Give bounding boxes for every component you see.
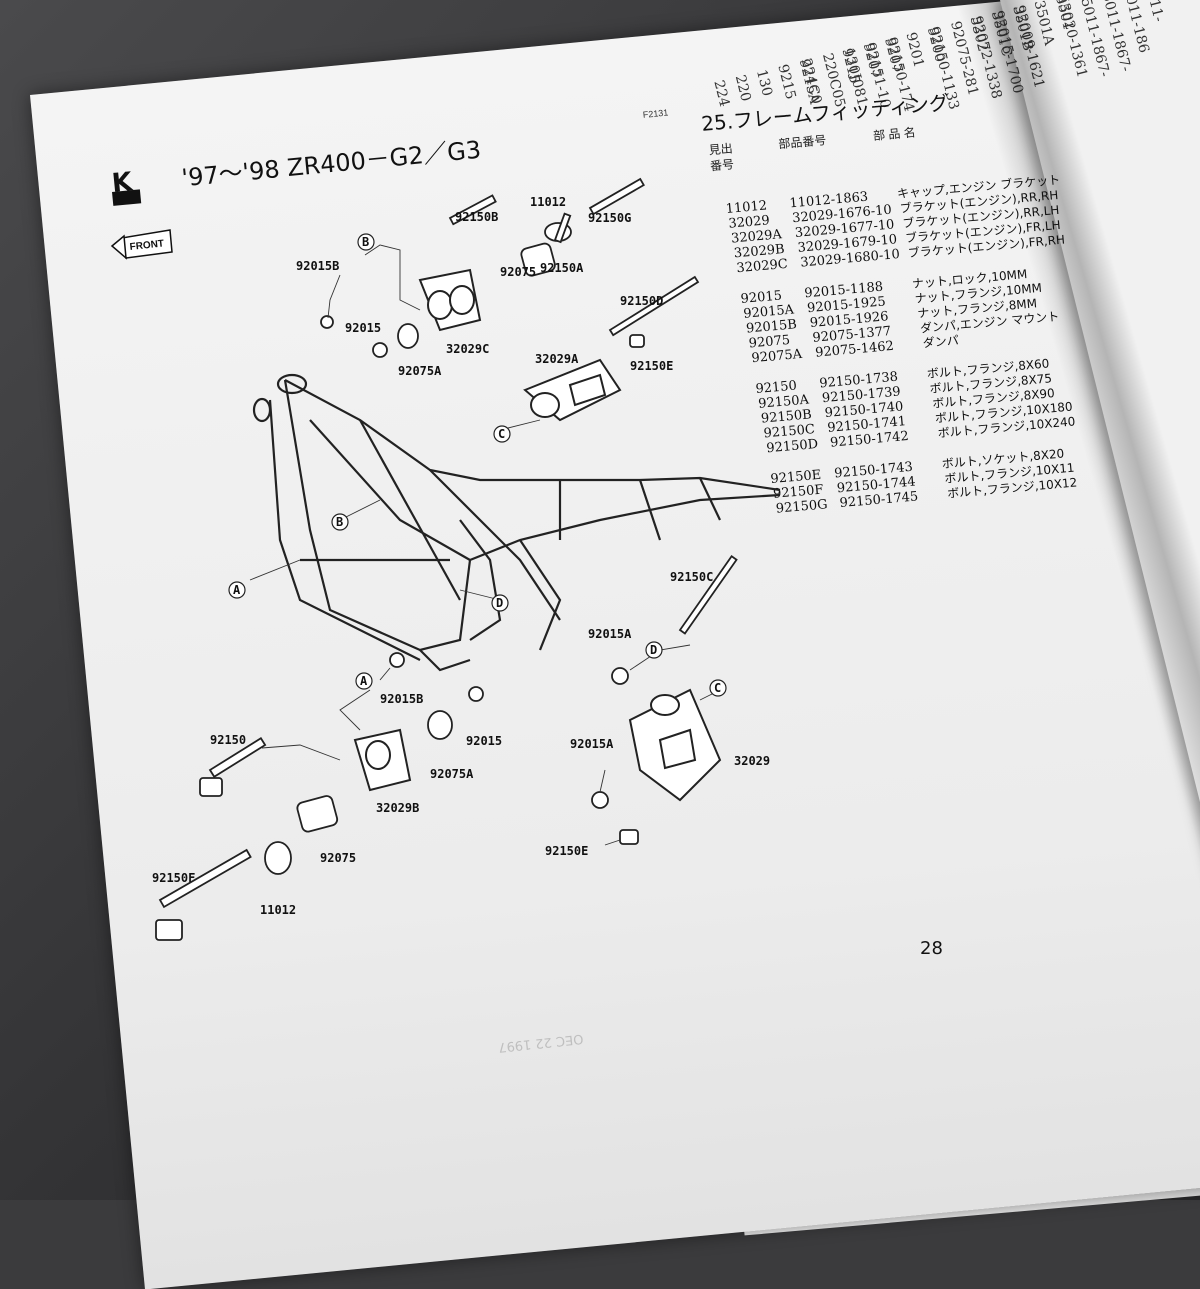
callout-92075a-top: 92075A	[398, 364, 442, 378]
page-number: 28	[920, 938, 943, 959]
callout-92015b-low: 92015B	[380, 692, 423, 706]
callout-92150c: 92150C	[670, 570, 713, 584]
callout-11012-top: 11012	[530, 195, 566, 209]
callout-92015-top: 92015	[345, 321, 381, 335]
callout-32029c: 32029C	[446, 342, 489, 356]
kawasaki-emblem-icon	[111, 189, 142, 206]
bracket-32029C-shape	[418, 268, 482, 332]
callout-92015b-top: 92015B	[296, 259, 339, 273]
callout-92150a: 92150A	[540, 261, 584, 275]
callout-92075-top: 92075	[500, 265, 536, 279]
callout-92150d: 92150D	[620, 294, 663, 308]
callout-92150b: 92150B	[455, 210, 498, 224]
letter-b-frame: B	[336, 515, 343, 529]
motorcycle-frame	[252, 373, 781, 672]
callout-11012-low: 11012	[260, 903, 296, 917]
callout-32029: 32029	[734, 754, 770, 768]
letter-c-mid: C	[498, 427, 505, 441]
front-label: FRONT	[129, 238, 164, 253]
callout-92150g: 92150G	[588, 211, 631, 225]
callout-92015a-mid: 92015A	[588, 627, 632, 641]
callout-92015a-low: 92015A	[570, 737, 614, 751]
letter-d-frame: D	[496, 596, 503, 610]
callout-92150e-top: 92150E	[630, 359, 673, 373]
letter-b-top: B	[362, 235, 369, 249]
callout-92075a-low: 92075A	[430, 767, 474, 781]
callout-92150: 92150	[210, 733, 246, 747]
letter-c-low: C	[714, 681, 721, 695]
bolts-and-washers	[155, 177, 738, 941]
callout-92075-low: 92075	[320, 851, 356, 865]
bracket-32029-shape	[628, 688, 722, 802]
parts-diagram: FRONT	[110, 177, 781, 941]
callout-32029b: 32029B	[376, 801, 419, 815]
callout-letter-labels: B C B A D A D C	[233, 235, 721, 695]
callout-92150e-low: 92150E	[545, 844, 588, 858]
letter-a-frame: A	[233, 583, 241, 597]
leader-lines	[249, 244, 721, 846]
part-callouts: 92150B 11012 92150G 92015B 92075 92150A …	[152, 195, 770, 917]
letter-d-bolt: D	[650, 643, 657, 657]
bracket-32029B-shape	[353, 728, 412, 792]
bracket-32029A-shape	[523, 358, 622, 422]
letter-a-low: A	[360, 674, 368, 688]
callout-letters	[228, 233, 727, 697]
callout-92150f: 92150F	[152, 871, 195, 885]
front-arrow-icon: FRONT	[110, 229, 173, 260]
callout-32029a: 32029A	[535, 352, 579, 366]
callout-92015-low: 92015	[466, 734, 502, 748]
